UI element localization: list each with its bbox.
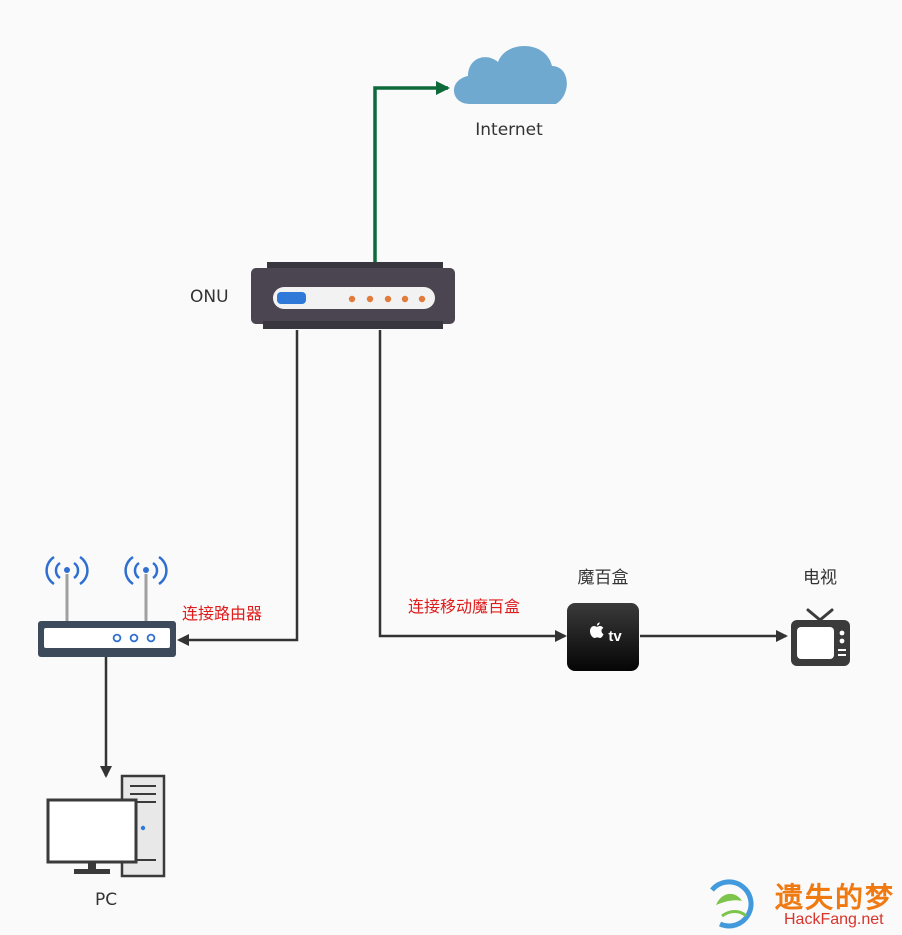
watermark-domain: HackFang.net <box>784 911 884 928</box>
modem-icon <box>251 262 455 329</box>
edge-onu-internet <box>373 81 450 262</box>
desktop-pc-icon <box>46 774 166 878</box>
edge-label-stb: 连接移动魔百盒 <box>408 597 521 616</box>
pc-label: PC <box>94 890 118 910</box>
edge-onu-router <box>177 330 299 646</box>
watermark-logo-icon <box>710 879 754 929</box>
onu-label: ONU <box>190 287 229 307</box>
set-top-box-icon: tv <box>567 603 639 671</box>
apple-logo-icon <box>590 622 604 639</box>
stb-badge: tv <box>608 628 622 645</box>
edge-label-router: 连接路由器 <box>182 604 263 623</box>
watermark-title: 遗失的梦 <box>775 881 896 914</box>
edges <box>100 81 788 778</box>
cloud-icon <box>453 45 567 104</box>
television-icon <box>791 608 850 666</box>
internet-label: Internet <box>475 120 543 140</box>
wireless-router-icon <box>38 555 176 657</box>
tv-label: 电视 <box>803 568 837 588</box>
stb-label: 魔百盒 <box>577 568 629 588</box>
edge-onu-stb <box>378 330 567 642</box>
